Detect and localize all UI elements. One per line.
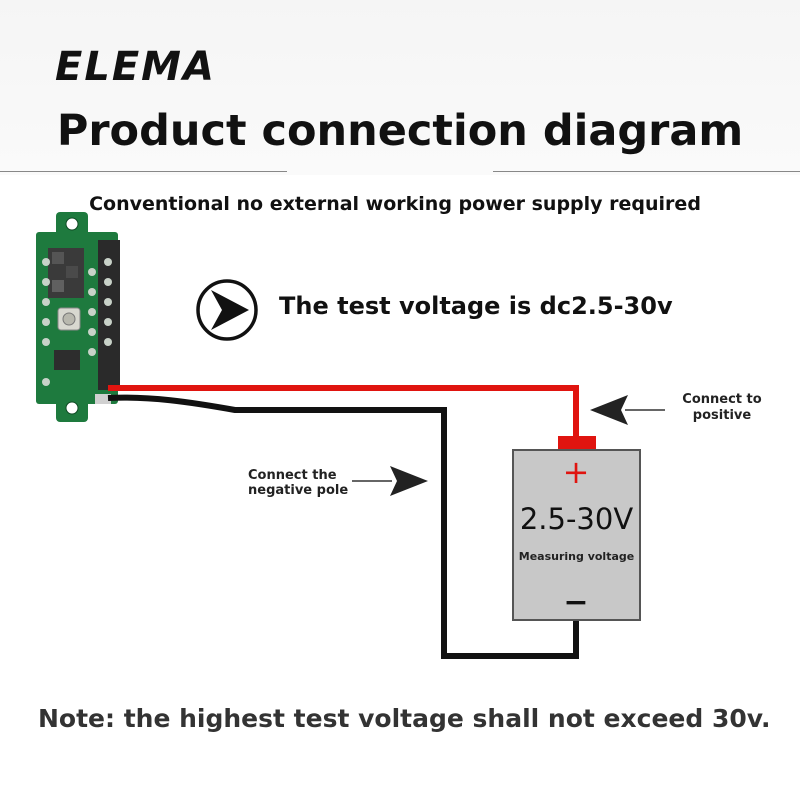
wire-pad (95, 394, 111, 404)
subtitle: Conventional no external working power s… (89, 193, 701, 215)
battery-voltage-label: 2.5-30V (519, 502, 634, 536)
negative-wire (107, 394, 579, 659)
mount-hole-top (65, 217, 79, 231)
arrow-left-icon (590, 395, 665, 425)
display-edge (98, 240, 120, 390)
positive-wire (108, 385, 579, 437)
battery-plus-sign: + (563, 453, 590, 491)
mount-hole-bottom (65, 401, 79, 415)
header-background (0, 0, 800, 175)
play-circle-icon (196, 279, 258, 341)
battery-body (512, 449, 641, 621)
voltmeter-module (36, 212, 120, 422)
battery-caption: Measuring voltage (518, 550, 635, 563)
title-divider-left (0, 171, 287, 172)
battery-minus-sign: − (563, 585, 588, 620)
title-divider-right (493, 171, 800, 172)
connect-positive-label: Connect to positive (682, 392, 762, 423)
battery-positive-terminal (558, 436, 596, 450)
page-title: Product connection diagram (56, 106, 744, 156)
regulator (54, 350, 80, 370)
test-voltage-heading: The test voltage is dc2.5-30v (279, 292, 673, 320)
arrow-right-icon (352, 466, 428, 496)
connect-negative-label: Connect the negative pole (248, 468, 349, 498)
voltage-note: Note: the highest test voltage shall not… (38, 704, 771, 733)
brand-logo: ELEMA (55, 44, 216, 90)
